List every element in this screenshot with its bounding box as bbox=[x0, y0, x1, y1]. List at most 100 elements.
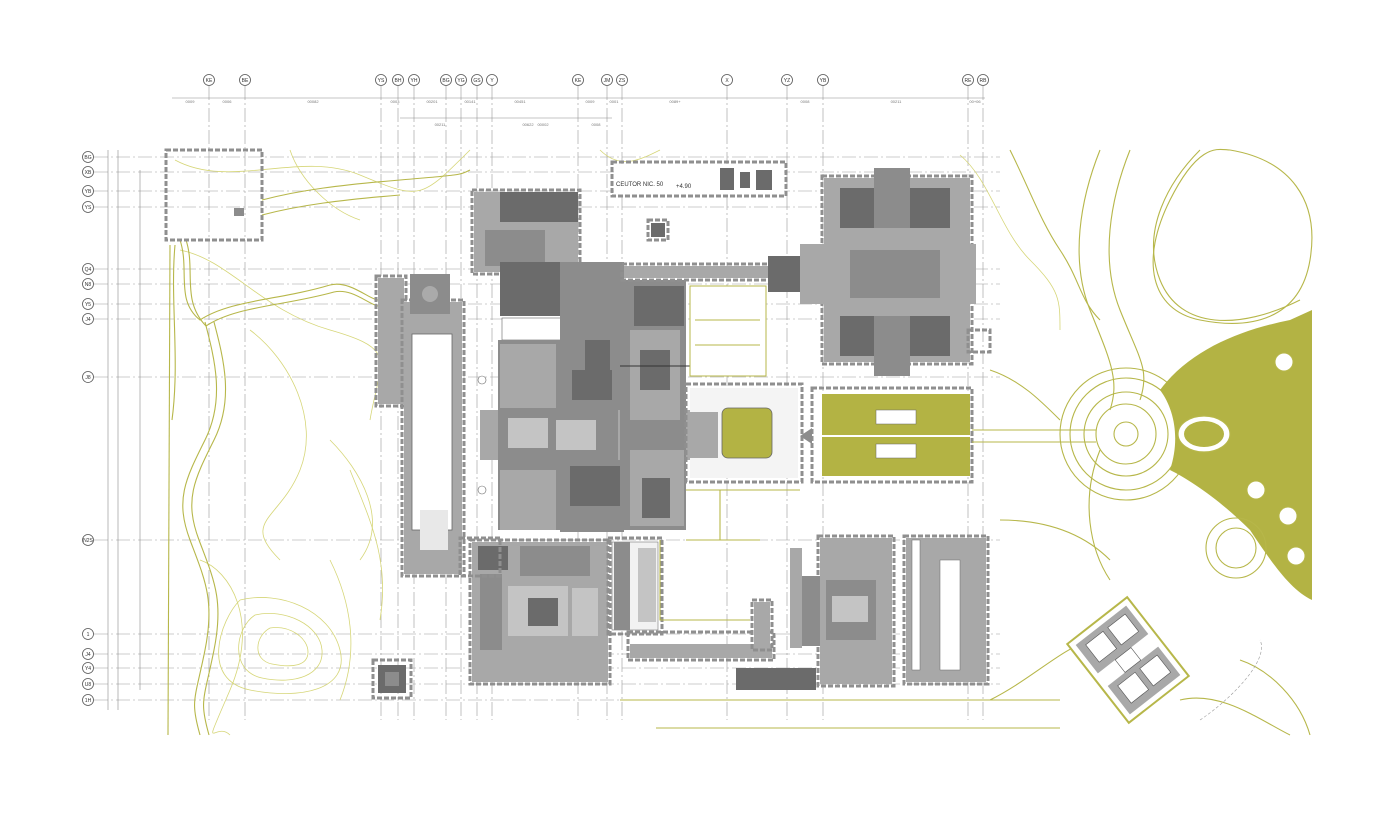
grid-bubble-label: YH bbox=[411, 78, 418, 84]
annotation-main-label: CEUTOR NIC. 50 bbox=[616, 182, 664, 188]
grid-bubble: BG bbox=[82, 151, 94, 163]
grid-bubble: KE bbox=[203, 74, 215, 86]
grid-bubble: YH bbox=[408, 74, 420, 86]
meandering-path bbox=[167, 239, 379, 736]
grid-bubble: RE bbox=[962, 74, 974, 86]
grid-bubble: RB bbox=[977, 74, 989, 86]
grid-bubble: BG bbox=[440, 74, 452, 86]
annotation-level-label: +4.90 bbox=[676, 184, 692, 190]
grid-bubble: YB bbox=[817, 74, 829, 86]
grid-bubble-label: J8 bbox=[85, 375, 91, 381]
dimension-label: 0001 bbox=[610, 99, 620, 104]
grid-bubble-label: J4 bbox=[85, 652, 91, 658]
main-building-complex bbox=[458, 188, 690, 686]
grid-bubble-label: YB bbox=[85, 189, 92, 195]
grid-bubble-label: XB bbox=[85, 170, 92, 176]
grid-bubble: X bbox=[721, 74, 733, 86]
landscape-contours bbox=[174, 149, 1061, 736]
grid-bubble-label: BG bbox=[84, 155, 91, 161]
grid-bubble-label: GS bbox=[473, 78, 481, 84]
grid-bubble: BE bbox=[239, 74, 251, 86]
grid-bubble: J4 bbox=[82, 313, 94, 325]
grid-bubble-label: 1H bbox=[85, 698, 92, 704]
grid-bubble: YS bbox=[82, 201, 94, 213]
dimension-label: 0006 bbox=[223, 99, 233, 104]
grid-bubble: J8 bbox=[82, 371, 94, 383]
north-east-building bbox=[800, 168, 992, 376]
grid-bubble: N8 bbox=[82, 278, 94, 290]
grid-bubble: N2S bbox=[82, 534, 94, 546]
grid-bubble-label: X bbox=[725, 78, 729, 84]
grid-bubble-label: N8 bbox=[85, 282, 92, 288]
dimension-label: 0009 bbox=[186, 99, 196, 104]
grid-bubble: YG bbox=[455, 74, 467, 86]
grid-bubble: YZ bbox=[781, 74, 793, 86]
grid-bubble: 1H bbox=[82, 694, 94, 706]
grid-bubble: Y bbox=[486, 74, 498, 86]
grid-bubble: YB bbox=[82, 185, 94, 197]
grid-bubble-label: JM bbox=[604, 78, 611, 84]
grid-bubble-label: RB bbox=[980, 78, 988, 84]
grid-bubble-label: YG bbox=[457, 78, 464, 84]
dimension-label: 00141 bbox=[464, 99, 476, 104]
south-west-pavilion bbox=[371, 658, 413, 700]
grid-bubble-label: BG bbox=[442, 78, 449, 84]
grid-bubble-label: KE bbox=[206, 78, 213, 84]
grid-bubble-label: BE bbox=[242, 78, 249, 84]
parking-block bbox=[606, 536, 776, 662]
grid-bubble: KE bbox=[572, 74, 584, 86]
south-east-villa bbox=[1065, 595, 1191, 725]
grid-bubble: Q4 bbox=[82, 263, 94, 275]
west-wing-building bbox=[374, 274, 487, 578]
north-west-enclosure bbox=[164, 148, 471, 242]
grid-bubble-label: YZ bbox=[784, 78, 790, 84]
grid-bubble-label: YS bbox=[378, 78, 385, 84]
grid-bubble: Y4 bbox=[82, 662, 94, 674]
grid-bubble: BH bbox=[392, 74, 404, 86]
dimension-label: 0009 bbox=[586, 99, 596, 104]
dimension-label: 00+06 bbox=[969, 99, 981, 104]
dimension-label: 00201 bbox=[426, 99, 438, 104]
grid-bubble-label: 1 bbox=[87, 632, 90, 638]
grid-bubble: ZS bbox=[616, 74, 628, 86]
east-landscape bbox=[620, 148, 1313, 736]
grid-bubble-label: Y5 bbox=[85, 302, 91, 308]
dimension-label: 0008 bbox=[592, 122, 602, 127]
grid-bubble-label: N2S bbox=[83, 538, 93, 544]
grid-bubble: JM bbox=[601, 74, 613, 86]
dimension-strings: 0009 0006 00082 0003 00201 00141 00451 0009 0001… bbox=[107, 97, 985, 710]
dimension-label: 00082 bbox=[307, 99, 319, 104]
dimension-label: 0008 bbox=[801, 99, 811, 104]
grid-bubble-label: Y bbox=[490, 78, 494, 84]
grid-bubble-label: YB bbox=[820, 78, 827, 84]
annotation-strip: CEUTOR NIC. 50 +4.90 bbox=[610, 160, 788, 242]
grid-bubble-label: U8 bbox=[85, 682, 92, 688]
grid-bubble: GS bbox=[471, 74, 483, 86]
dimension-label: 00622 bbox=[522, 122, 534, 127]
grid-bubble-label: BH bbox=[395, 78, 402, 84]
south-east-buildings bbox=[736, 534, 990, 690]
dimension-label: 00211 bbox=[891, 99, 903, 104]
dimension-label: 00211 bbox=[435, 122, 447, 127]
dimension-label: 00451 bbox=[514, 99, 526, 104]
grid-bubble-label: ZS bbox=[619, 78, 626, 84]
grid-bubble: J4 bbox=[82, 648, 94, 660]
grid-bubble-label: Y4 bbox=[85, 666, 91, 672]
grid-bubble-label: YS bbox=[85, 205, 92, 211]
grid-bubble: 1 bbox=[82, 628, 94, 640]
green-terrace bbox=[800, 386, 1096, 484]
dimension-label: 00002 bbox=[537, 122, 549, 127]
grid-bubble-label: Q4 bbox=[85, 267, 92, 273]
dimension-label: 0003 bbox=[391, 99, 401, 104]
dimension-label: 0089+ bbox=[669, 99, 681, 104]
grid-bubble: YS bbox=[375, 74, 387, 86]
grid-bubble-label: J4 bbox=[85, 317, 91, 323]
grid-bubble-label: RE bbox=[965, 78, 973, 84]
grid-bubbles-top: KE BE YS BH YH BG YG GS Y KE JM ZS X YZ YB RE RB bbox=[203, 74, 989, 86]
grid-bubble-label: KE bbox=[575, 78, 582, 84]
grid-bubble: U8 bbox=[82, 678, 94, 690]
grid-bubble: Y5 bbox=[82, 298, 94, 310]
grid-bubble: XB bbox=[82, 166, 94, 178]
